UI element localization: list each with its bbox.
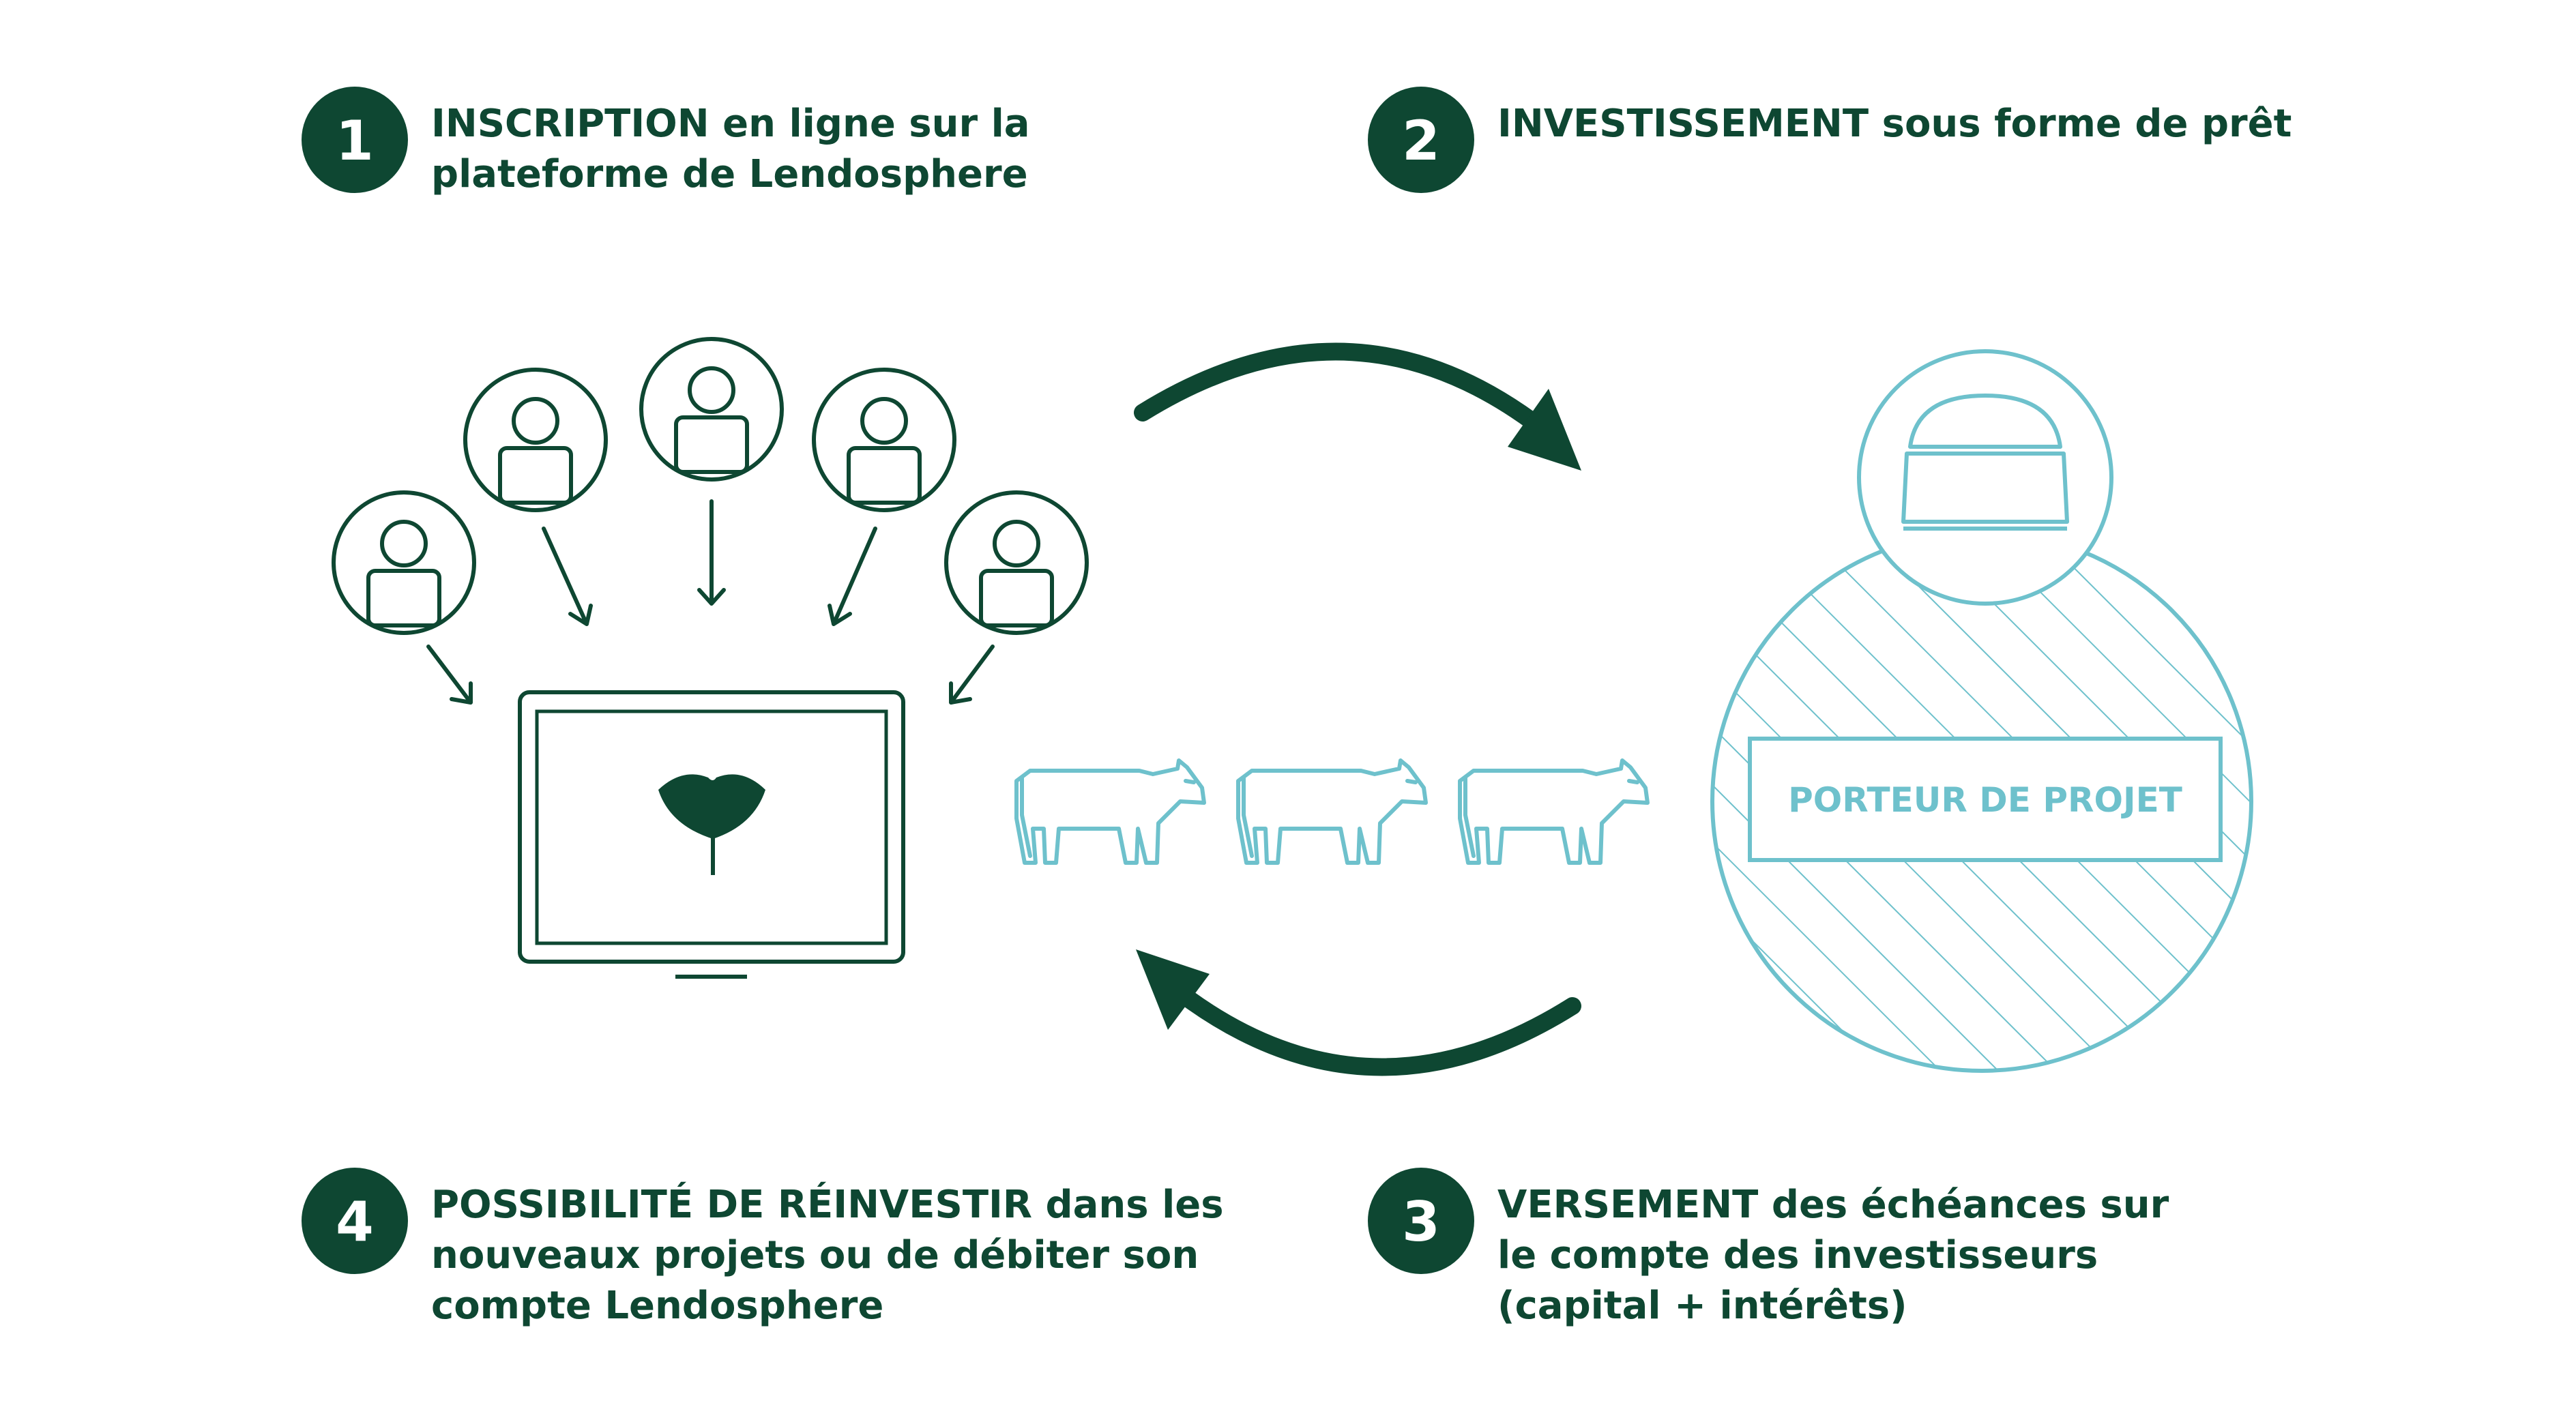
step-number-badge <box>1368 87 1474 193</box>
investors-group <box>332 337 1089 705</box>
investor-3 <box>639 337 784 482</box>
step-line: en ligne sur la <box>709 102 1030 146</box>
step-line: nouveaux projets ou de débiter son <box>431 1233 1199 1277</box>
curved-arrow-bottom <box>1136 949 1581 1076</box>
step-description: INSCRIPTION en ligne sur la plateforme d… <box>431 102 1043 196</box>
investor-5 <box>944 490 1089 635</box>
arrow-icon <box>542 527 593 626</box>
step-1: 1 INSCRIPTION en ligne sur la plateforme… <box>302 87 1043 196</box>
ginkgo-leaf-icon <box>658 774 765 875</box>
step-4: 4 POSSIBILITÉ DE RÉINVESTIR dans les nou… <box>302 1168 1237 1328</box>
cows-group <box>1016 760 1648 863</box>
step-keyword: INSCRIPTION <box>431 102 709 146</box>
step-number: 3 <box>1402 1190 1440 1254</box>
step-line: compte Lendosphere <box>431 1284 883 1328</box>
step-keyword: POSSIBILITÉ DE RÉINVESTIR <box>431 1182 1032 1227</box>
step-line: dans les <box>1032 1183 1224 1227</box>
investor-2 <box>463 368 608 512</box>
step-number: 4 <box>336 1190 374 1254</box>
person-icon <box>500 399 571 503</box>
arrow-icon <box>426 645 473 705</box>
arrow-icon <box>949 645 995 705</box>
project-holder: PORTEUR DE PROJET <box>1710 349 2253 1073</box>
step-keyword: VERSEMENT <box>1497 1183 1758 1227</box>
project-holder-box <box>1748 737 2223 862</box>
step-2: 2 INVESTISSEMENT sous forme de prêt <box>1368 87 2292 193</box>
project-holder-label: PORTEUR DE PROJET <box>1788 780 2182 820</box>
arrow-icon <box>828 527 877 626</box>
step-number-badge <box>302 87 408 193</box>
step-line: le compte des investisseurs <box>1497 1233 2098 1277</box>
cow-icon <box>1238 760 1426 863</box>
investor-4 <box>812 368 956 512</box>
step-3: 3 VERSEMENT des échéances sur le compte … <box>1368 1168 2182 1328</box>
step-number: 1 <box>336 109 374 173</box>
cow-icon <box>1016 760 1204 863</box>
building-badge <box>1857 349 2113 606</box>
platform-monitor <box>518 690 905 979</box>
investor-1 <box>332 490 476 635</box>
curved-arrow-top <box>1134 342 1581 471</box>
step-description: INVESTISSEMENT sous forme de prêt <box>1497 102 2292 146</box>
step-line: plateforme de Lendosphere <box>431 152 1028 196</box>
arrow-icon <box>697 499 726 606</box>
step-description: POSSIBILITÉ DE RÉINVESTIR dans les nouve… <box>431 1182 1237 1328</box>
step-keyword: INVESTISSEMENT <box>1497 102 1869 146</box>
person-icon <box>849 399 920 503</box>
step-description: VERSEMENT des échéances sur le compte de… <box>1497 1183 2182 1328</box>
step-line: sous forme de prêt <box>1869 102 2292 146</box>
curved-arrow-icon <box>1158 973 1581 1076</box>
person-icon <box>981 522 1052 625</box>
step-line: (capital + intérêts) <box>1497 1284 1907 1328</box>
cow-icon <box>1460 760 1648 863</box>
monitor-icon <box>518 690 905 964</box>
step-number-badge <box>1368 1168 1474 1274</box>
step-number-badge <box>302 1168 408 1274</box>
person-icon <box>676 368 747 472</box>
person-icon <box>368 522 439 625</box>
step-line: des échéances sur <box>1758 1183 2169 1227</box>
step-number: 2 <box>1402 109 1440 173</box>
investor-arrows <box>426 499 995 705</box>
farm-building-icon <box>1901 394 2069 531</box>
curved-arrow-icon <box>1134 342 1561 445</box>
